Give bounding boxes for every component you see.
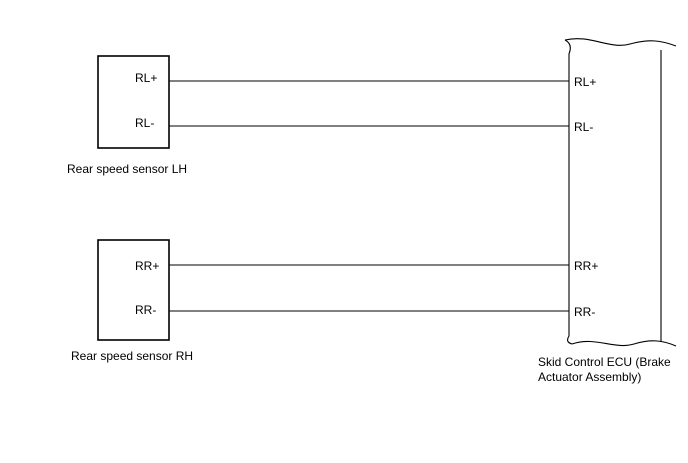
ecu-pin-rl-minus: RL- <box>574 120 593 134</box>
sensor-lh-box <box>97 55 170 149</box>
sensor-lh-pin-rl-minus: RL- <box>135 116 154 130</box>
sensor-rh-caption: Rear speed sensor RH <box>71 349 193 363</box>
ecu-top-break <box>564 38 677 47</box>
sensor-lh-caption: Rear speed sensor LH <box>67 162 187 176</box>
ecu-caption-line2: Actuator Assembly) <box>538 370 641 384</box>
sensor-lh: RL+ RL- Rear speed sensor LH <box>67 55 187 176</box>
wires <box>169 80 569 312</box>
ecu-pin-rr-plus: RR+ <box>574 259 598 273</box>
ecu-bottom-break <box>571 340 677 347</box>
sensor-rh-pin-rr-minus: RR- <box>135 303 156 317</box>
sensor-lh-pin-rl-plus: RL+ <box>135 71 157 85</box>
sensor-rh-pin-rr-plus: RR+ <box>135 259 159 273</box>
ecu-block: RL+ RL- RR+ RR- Skid Control ECU (Brake … <box>538 38 677 384</box>
sensor-rh: RR+ RR- Rear speed sensor RH <box>71 239 193 363</box>
ecu-caption-line1: Skid Control ECU (Brake <box>538 355 671 369</box>
sensor-rh-box <box>97 239 170 341</box>
ecu-left-edge <box>564 39 573 345</box>
ecu-pin-rl-plus: RL+ <box>574 75 596 89</box>
ecu-pin-rr-minus: RR- <box>574 305 595 319</box>
